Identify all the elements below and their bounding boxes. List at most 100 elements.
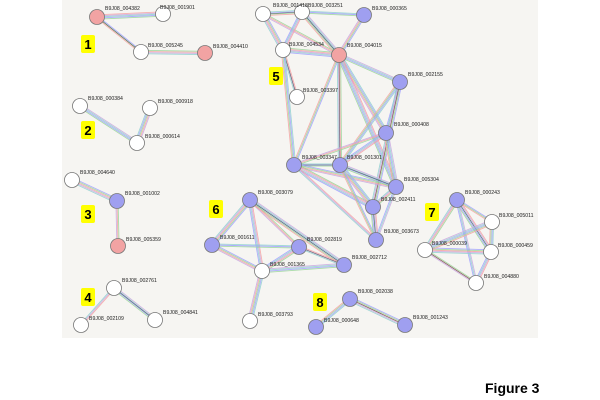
node-001901[interactable] (155, 6, 171, 22)
node-label-003793: B9J08_003793 (258, 312, 293, 318)
node-label-004410: B9J08_004410 (213, 44, 248, 50)
node-003347[interactable] (286, 157, 302, 173)
node-label-000384: B9J08_000384 (88, 96, 123, 102)
edge-002761-004841 (112, 286, 157, 322)
edge-004015-005304 (336, 53, 399, 189)
node-label-000459: B9J08_000459 (498, 243, 533, 249)
node-label-001418: B9J08_001418 (273, 3, 308, 9)
node-label-001301: B9J08_001301 (347, 155, 382, 161)
node-label-001901: B9J08_001901 (160, 5, 195, 11)
node-label-004880: B9J08_004880 (484, 274, 519, 280)
node-000408[interactable] (378, 125, 394, 141)
edge-001365-002712 (261, 262, 345, 274)
node-002712[interactable] (336, 257, 352, 273)
node-000039[interactable] (417, 242, 433, 258)
node-001365[interactable] (254, 263, 270, 279)
node-005304[interactable] (388, 179, 404, 195)
edge-004382-005245 (96, 15, 142, 54)
cluster-badge-8: 8 (313, 293, 327, 311)
cluster-badge-5: 5 (269, 67, 283, 85)
svg-text:3: 3 (84, 207, 91, 222)
node-001301[interactable] (332, 157, 348, 173)
node-003673[interactable] (368, 232, 384, 248)
node-label-001611: B9J08_001611 (220, 235, 255, 241)
node-003251[interactable] (294, 4, 310, 20)
node-003397[interactable] (289, 89, 305, 105)
node-002109[interactable] (73, 317, 89, 333)
node-label-005245: B9J08_005245 (148, 43, 183, 49)
node-004015[interactable] (331, 47, 347, 63)
node-label-002411: B9J08_002411 (381, 197, 416, 203)
node-001002[interactable] (109, 193, 125, 209)
node-label-000365: B9J08_000365 (372, 6, 407, 12)
svg-text:6: 6 (212, 202, 219, 217)
node-004534[interactable] (275, 42, 291, 58)
node-005011[interactable] (484, 214, 500, 230)
edge-000039-005011 (423, 219, 494, 253)
node-001611[interactable] (204, 237, 220, 253)
node-002761[interactable] (106, 280, 122, 296)
edge-001365-003793 (247, 270, 265, 322)
cluster-badge-7: 7 (425, 203, 439, 221)
node-label-000614: B9J08_000614 (145, 134, 180, 140)
edge-003079-001611 (209, 198, 253, 247)
node-005359[interactable] (110, 238, 126, 254)
edge-001301-002411 (337, 163, 376, 209)
node-000918[interactable] (142, 100, 158, 116)
node-000243[interactable] (449, 192, 465, 208)
node-label-002109: B9J08_002109 (89, 316, 124, 322)
edge-005245-004410 (140, 49, 206, 56)
node-label-001002: B9J08_001002 (125, 191, 160, 197)
edge-002761-002109 (79, 286, 116, 327)
node-label-004640: B9J08_004640 (80, 170, 115, 176)
edge-001418-004015 (262, 12, 340, 57)
node-001243[interactable] (397, 317, 413, 333)
node-label-002819: B9J08_002819 (307, 237, 342, 243)
edge-000243-004880 (455, 199, 478, 284)
node-004880[interactable] (468, 275, 484, 291)
node-000365[interactable] (356, 7, 372, 23)
node-000459[interactable] (483, 244, 499, 260)
edge-003079-002712 (248, 197, 346, 268)
node-002819[interactable] (291, 239, 307, 255)
svg-text:1: 1 (84, 37, 91, 52)
node-004841[interactable] (147, 312, 163, 328)
cluster-badge-1: 1 (81, 35, 95, 53)
node-label-005011: B9J08_005011 (499, 213, 534, 219)
edge-000243-000039 (423, 198, 459, 252)
svg-text:5: 5 (272, 69, 279, 84)
cluster-badge-2: 2 (81, 121, 95, 139)
edge-002819-002712 (298, 245, 345, 267)
node-004640[interactable] (64, 172, 80, 188)
node-label-002712: B9J08_002712 (352, 255, 387, 261)
node-label-002761: B9J08_002761 (122, 278, 157, 284)
svg-text:2: 2 (84, 123, 91, 138)
node-002155[interactable] (392, 74, 408, 90)
edge-001611-001365 (211, 243, 263, 273)
node-005245[interactable] (133, 44, 149, 60)
edge-003251-000365 (301, 10, 365, 17)
node-002038[interactable] (342, 291, 358, 307)
node-label-002038: B9J08_002038 (358, 289, 393, 295)
edge-004015-003347 (292, 54, 341, 166)
edge-000039-000459 (424, 247, 492, 255)
node-003079[interactable] (242, 192, 258, 208)
node-000648[interactable] (308, 319, 324, 335)
node-label-004382: B9J08_004382 (105, 6, 140, 12)
node-label-004015: B9J08_004015 (347, 43, 382, 49)
node-004410[interactable] (197, 45, 213, 61)
node-000614[interactable] (129, 135, 145, 151)
edge-002038-001243 (348, 296, 407, 328)
edge-004015-002155 (338, 53, 401, 84)
svg-text:4: 4 (84, 290, 92, 305)
node-004382[interactable] (89, 9, 105, 25)
node-003793[interactable] (242, 313, 258, 329)
node-label-000648: B9J08_000648 (324, 318, 359, 324)
node-000384[interactable] (72, 98, 88, 114)
node-label-004841: B9J08_004841 (163, 310, 198, 316)
node-001418[interactable] (255, 6, 271, 22)
edge-004015-001301 (336, 54, 343, 166)
cluster-badge-4: 4 (81, 288, 95, 306)
node-002411[interactable] (365, 199, 381, 215)
cluster-badge-3: 3 (81, 205, 95, 223)
